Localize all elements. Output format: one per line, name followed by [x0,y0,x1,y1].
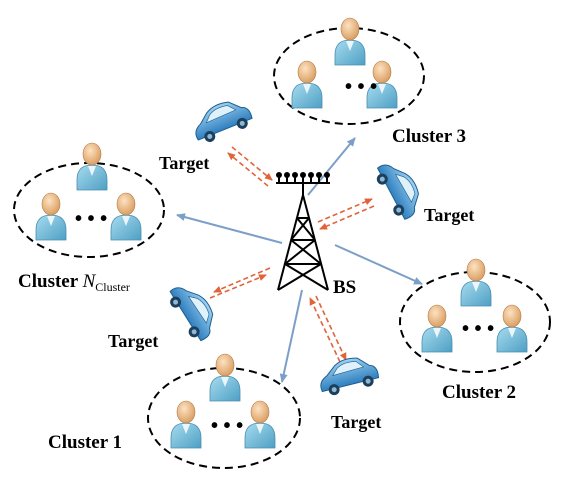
base-station-tower-icon [276,172,330,291]
target-right-label: Target [424,205,474,225]
user-icon [244,400,276,449]
cluster-n-group: • • • [13,142,165,258]
sensing-link-target-top-out [231,146,273,181]
user-icon [291,60,323,109]
cluster-2-label: Cluster 2 [442,382,516,403]
cluster-2-group: • • • [399,258,551,373]
sensing-link-target-right-back [319,205,375,230]
cluster-3-group: • • • [273,17,425,125]
target-bottom-group [315,352,382,399]
user-icon [35,192,67,241]
sensing-links [209,146,375,363]
target-left-label: Target [108,331,158,351]
sensing-link-target-top-back [227,152,269,187]
sensing-link-target-left-out [213,267,271,293]
svg-text:• • •: • • • [75,208,107,230]
car-icon [315,352,382,399]
cluster-1-group: • • • [147,353,301,469]
cluster-3-label: Cluster 3 [392,126,466,147]
car-icon [371,155,429,224]
sensing-link-target-right-out [317,198,373,223]
link-to-cluster-1 [279,289,303,383]
sensing-link-target-left-back [209,274,267,299]
user-icon [460,258,492,307]
user-icon [76,142,108,191]
svg-text:• • •: • • • [462,318,494,340]
target-top-label: Target [159,153,209,173]
user-icon [496,304,528,353]
svg-text:• • •: • • • [211,415,243,437]
base-station-label: BS [333,277,356,298]
sensing-link-target-bottom-back [309,297,341,363]
user-icon [421,304,453,353]
sensing-link-target-bottom-out [315,295,347,361]
target-top-group [187,93,256,147]
car-icon [187,93,256,147]
target-bottom-label: Target [331,412,381,432]
link-to-cluster-2 [334,244,423,285]
svg-text:• • •: • • • [345,76,377,98]
cluster-links [176,137,423,383]
cluster-n-label: Cluster NCluster [18,271,130,294]
target-right-group [371,155,429,224]
target-left-group [163,277,224,345]
user-icon [334,17,366,66]
link-to-cluster-3 [307,137,356,196]
user-icon [170,400,202,449]
link-to-cluster-n [176,213,283,244]
user-icon [209,353,241,402]
user-icon [110,192,142,241]
cluster-1-label: Cluster 1 [48,432,122,453]
car-icon [163,277,224,345]
